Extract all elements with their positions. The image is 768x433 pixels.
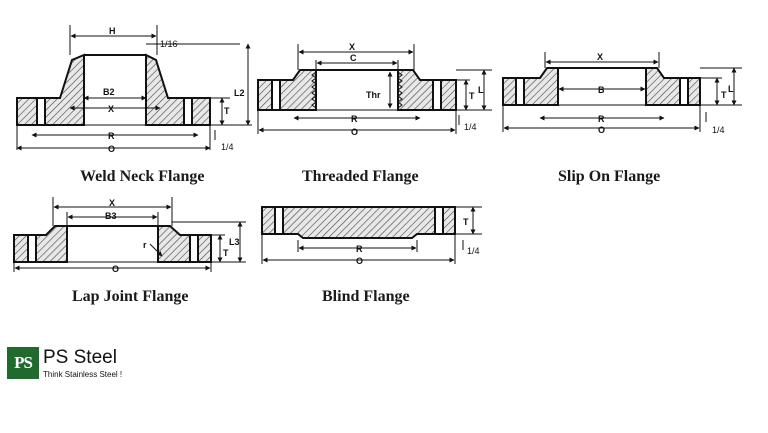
- slip-on-t-label: T: [721, 90, 727, 100]
- slip-on-b-label: B: [598, 85, 605, 95]
- weld-neck-h-label: H: [109, 26, 116, 36]
- lap-joint-right-section: [157, 225, 212, 263]
- weld-neck-sixteenth-label: 1/16: [160, 39, 178, 49]
- slip-on-quarter-label: 1/4: [712, 125, 725, 135]
- blind-t-label: T: [463, 217, 469, 227]
- lap-joint-b3-label: B3: [105, 211, 117, 221]
- lap-joint-left-section: [13, 225, 68, 263]
- lap-joint-bolt-hole-right: [189, 234, 199, 263]
- slip-on-bolt-hole-left: [515, 77, 525, 106]
- lap-joint-l3-label: L3: [229, 237, 240, 247]
- threaded-l-label: L: [478, 85, 484, 95]
- slip-on-r-label: R: [598, 114, 605, 124]
- lap-joint-o-label: O: [112, 264, 119, 274]
- brand-tagline: Think Stainless Steel !: [43, 370, 123, 379]
- blind-section: [261, 206, 456, 239]
- threaded-caption: Threaded Flange: [302, 168, 419, 185]
- lap-joint-r-small-label: r: [143, 240, 147, 250]
- threaded-c-label: C: [350, 53, 357, 63]
- slip-on-o-label: O: [598, 125, 605, 135]
- slip-on-caption: Slip On Flange: [558, 168, 661, 185]
- weld-neck-r-label: R: [108, 131, 115, 141]
- threaded-flange-drawing: [257, 69, 457, 111]
- lap-joint-x-label: X: [109, 198, 115, 208]
- slip-on-left-section: [502, 67, 559, 106]
- threaded-x-label: X: [349, 42, 355, 52]
- threaded-bolt-hole-right: [432, 79, 442, 111]
- weld-neck-bolt-hole-right: [183, 97, 193, 126]
- weld-neck-x-label: X: [108, 104, 114, 114]
- lap-joint-dimensions: [13, 197, 246, 272]
- lap-joint-bolt-hole-left: [27, 234, 37, 263]
- threaded-bolt-hole-left: [271, 79, 281, 111]
- threaded-right-section: [397, 69, 457, 111]
- weld-neck-left-section: [16, 53, 85, 126]
- threaded-left-section: [257, 69, 317, 111]
- slip-on-x-label: X: [597, 52, 603, 62]
- blind-caption: Blind Flange: [322, 288, 410, 305]
- weld-neck-dimensions: [16, 25, 252, 151]
- brand-name: PS Steel: [43, 347, 117, 368]
- weld-neck-l2-label: L2: [234, 88, 245, 98]
- lap-joint-t-label: T: [223, 248, 229, 258]
- slip-on-right-section: [645, 67, 701, 106]
- lap-joint-flange-drawing: [13, 225, 212, 263]
- slip-on-dimensions: [502, 52, 742, 132]
- weld-neck-caption: Weld Neck Flange: [80, 168, 205, 185]
- slip-on-bolt-hole-right: [679, 77, 689, 106]
- weld-neck-right-section: [145, 53, 211, 126]
- weld-neck-b2-label: B2: [103, 87, 115, 97]
- blind-flange-drawing: [261, 206, 456, 239]
- threaded-quarter-label: 1/4: [464, 122, 477, 132]
- slip-on-l-label: L: [728, 84, 734, 94]
- blind-bolt-hole-left: [274, 206, 284, 235]
- blind-bolt-hole-right: [434, 206, 444, 235]
- threaded-dimensions: [257, 44, 492, 134]
- blind-dimensions: [261, 206, 482, 264]
- weld-neck-o-label: O: [108, 144, 115, 154]
- weld-neck-t-label: T: [224, 106, 230, 116]
- threaded-r-label: R: [351, 114, 358, 124]
- blind-o-label: O: [356, 256, 363, 266]
- lap-joint-caption: Lap Joint Flange: [72, 288, 189, 305]
- threaded-o-label: O: [351, 127, 358, 137]
- weld-neck-quarter-label: 1/4: [221, 142, 234, 152]
- threaded-t-label: T: [469, 91, 475, 101]
- threaded-thr-label: Thr: [366, 90, 381, 100]
- blind-quarter-label: 1/4: [467, 246, 480, 256]
- logo-mark: PS: [7, 347, 39, 379]
- blind-r-label: R: [356, 244, 363, 254]
- weld-neck-bolt-hole-left: [36, 97, 46, 126]
